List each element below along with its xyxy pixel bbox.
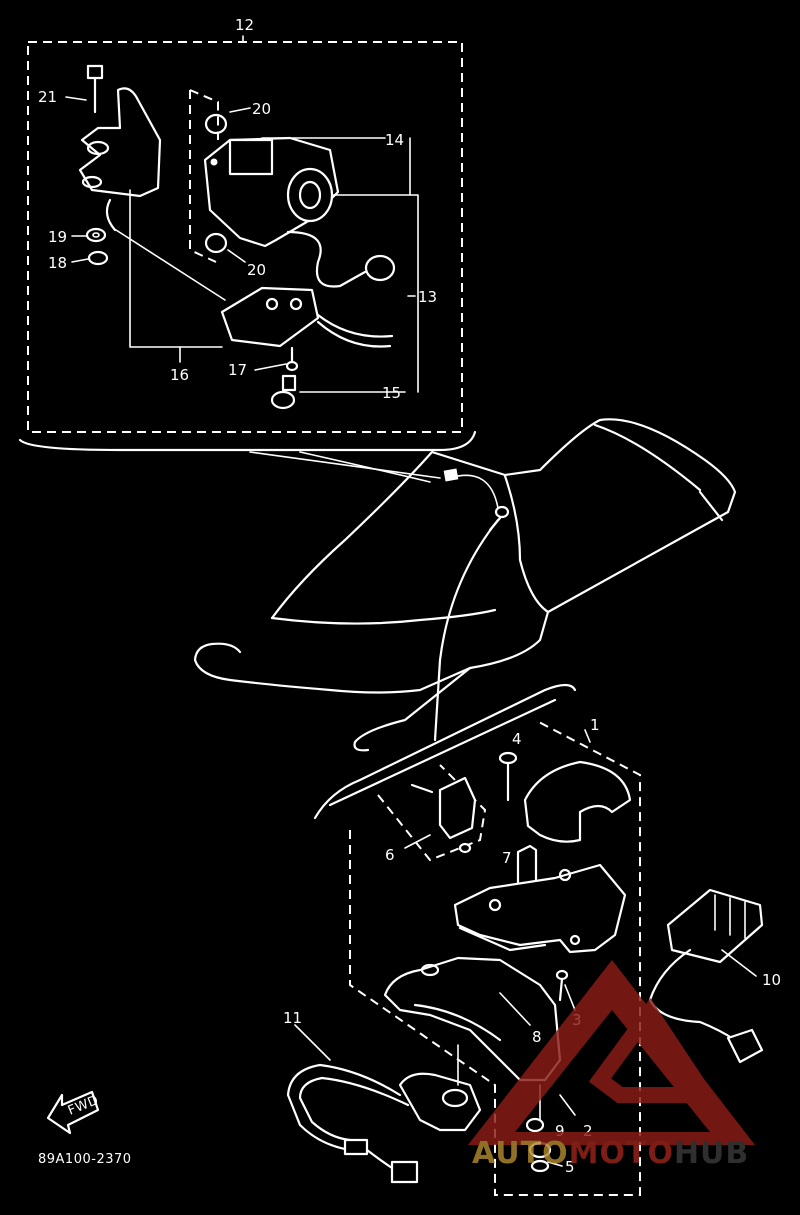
callout-17: 17 [228, 361, 247, 379]
fwd-arrow-icon: FWD [46, 1090, 101, 1135]
callout-21: 21 [38, 88, 57, 106]
watermark-moto: MOTO [569, 1136, 674, 1171]
callout-9: 9 [555, 1122, 565, 1140]
washer-19 [85, 227, 107, 243]
throttle-lever [383, 956, 562, 1082]
part-code: 89A100-2370 [38, 1152, 132, 1167]
bracket-6 [410, 776, 477, 854]
bolt-21 [86, 64, 104, 114]
callout-14: 14 [385, 131, 404, 149]
callout-16: 16 [170, 366, 189, 384]
callout-6: 6 [385, 846, 395, 864]
callout-15: 15 [382, 384, 401, 402]
callout-5: 5 [565, 1158, 575, 1176]
switch-unit-14 [203, 136, 396, 288]
cover [523, 760, 632, 843]
nut-18 [87, 250, 109, 266]
callout-1: 1 [590, 716, 600, 734]
callout-18: 18 [48, 254, 67, 272]
detail-inset [18, 41, 477, 483]
leader-lines-inset [65, 35, 419, 393]
throttle-housing [453, 863, 627, 954]
base-plate-16 [220, 286, 394, 348]
connector-10 [648, 888, 764, 1064]
svg-text:AUTOMOTOHUB: AUTOMOTOHUB [472, 1136, 749, 1171]
watermark-auto: AUTO [472, 1136, 569, 1171]
seat-body [193, 418, 737, 820]
watermark-hub: HUB [674, 1136, 749, 1171]
watermark-inner-mark [588, 998, 720, 1103]
cable-11 [286, 1063, 419, 1184]
fwd-label: FWD [66, 1093, 101, 1119]
callout-19: 19 [48, 228, 67, 246]
fasteners-2-5-9 [525, 1084, 552, 1173]
throttle-sensor [398, 1044, 482, 1132]
grommet-20-bottom [204, 232, 228, 254]
screw-17 [285, 346, 299, 372]
callout-11: 11 [283, 1009, 302, 1027]
callout-2: 2 [583, 1122, 593, 1140]
callout-8: 8 [532, 1028, 542, 1046]
callout-20-bottom: 20 [247, 261, 266, 279]
callout-20-top: 20 [252, 100, 271, 118]
leader-lines-lower [294, 834, 576, 1167]
callout-10: 10 [762, 971, 781, 989]
callout-7: 7 [502, 849, 512, 867]
bolt-15 [270, 374, 297, 410]
grommet-20-top [204, 113, 228, 135]
watermark-logo: AUTOMOTOHUB [468, 960, 755, 1171]
callout-12: 12 [235, 16, 254, 34]
bracket [78, 87, 162, 232]
callout-4: 4 [512, 730, 522, 748]
watermark-triangle-icon [468, 960, 755, 1145]
callout-13: 13 [418, 288, 437, 306]
screw-3 [555, 969, 569, 1002]
bolt-4 [498, 751, 518, 802]
